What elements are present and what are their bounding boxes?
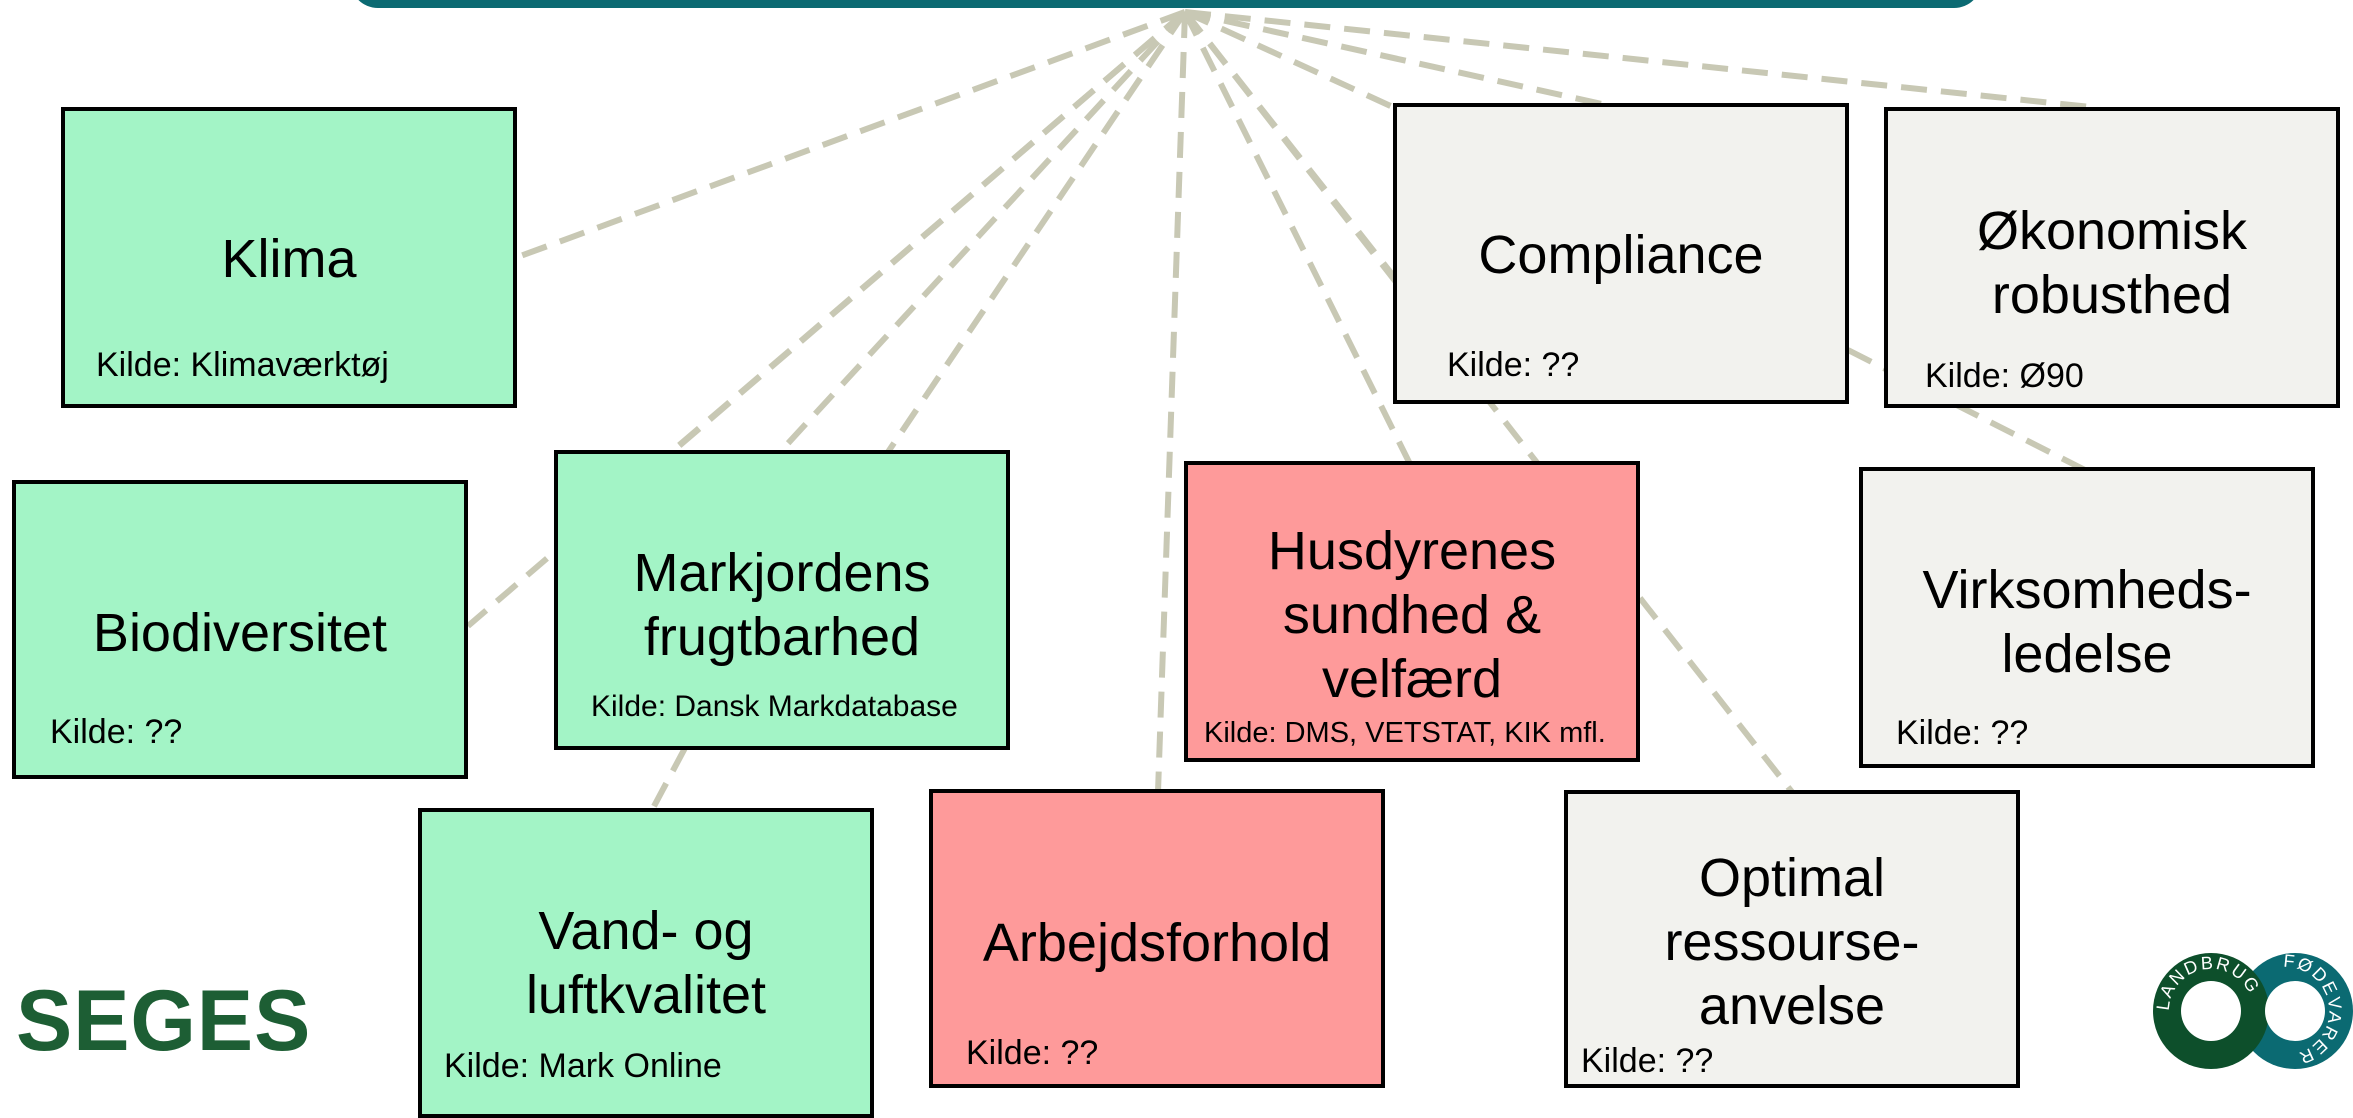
connector-compliance-a bbox=[1183, 9, 1397, 111]
box-compliance-source: Kilde: ?? bbox=[1447, 346, 1580, 384]
box-biodiversitet: Biodiversitet Kilde: ?? bbox=[12, 480, 468, 779]
box-optimal-source: Kilde: ?? bbox=[1581, 1042, 1714, 1080]
connector-optimal bbox=[1637, 596, 1795, 794]
box-vand-source: Kilde: Mark Online bbox=[444, 1047, 722, 1085]
box-virksomheds-title-line2: ledelse bbox=[2001, 624, 2173, 684]
box-husdyr: Husdyrenes sundhed & velfærd Kilde: DMS,… bbox=[1184, 461, 1640, 762]
box-virksomheds-source: Kilde: ?? bbox=[1896, 714, 2029, 752]
box-biodiversitet-title: Biodiversitet bbox=[92, 603, 388, 663]
connector-okonomisk bbox=[1184, 9, 2101, 111]
connector-husdyr-a bbox=[1182, 10, 1413, 466]
box-okonomisk-title-line2: robusthed bbox=[1991, 265, 2233, 325]
connector-arbejds bbox=[1155, 11, 1188, 793]
header-banner bbox=[350, 0, 1982, 8]
box-virksomheds-title-line1: Virksomheds- bbox=[1922, 560, 2252, 620]
connector-compliance-c bbox=[1184, 9, 1621, 111]
box-markjordens-source: Kilde: Dansk Markdatabase bbox=[591, 690, 958, 723]
box-vand-title-line2: luftkvalitet bbox=[525, 965, 767, 1025]
connector-vand bbox=[649, 746, 688, 812]
box-markjordens-title-line1: Markjordens bbox=[633, 543, 931, 603]
box-husdyr-title-line1: Husdyrenes bbox=[1267, 521, 1557, 581]
connector-compliance-b bbox=[1182, 10, 1398, 280]
connector-markjordens-a bbox=[670, 9, 1187, 455]
box-okonomisk-source: Kilde: Ø90 bbox=[1925, 357, 2084, 395]
seges-logo: SEGES bbox=[16, 973, 312, 1069]
box-optimal-title-line1: Optimal bbox=[1698, 848, 1886, 908]
box-okonomisk: Økonomisk robusthed Kilde: Ø90 bbox=[1884, 107, 2340, 408]
box-optimal: Optimal ressourse- anvelse Kilde: ?? bbox=[1564, 790, 2020, 1088]
box-compliance: Compliance Kilde: ?? bbox=[1393, 103, 1849, 404]
box-biodiversitet-source: Kilde: ?? bbox=[50, 713, 183, 751]
box-husdyr-title-line3: velfærd bbox=[1321, 649, 1503, 709]
box-klima-source: Kilde: Klimaværktøj bbox=[96, 346, 389, 384]
box-markjordens-title-line2: frugtbarhed bbox=[643, 607, 921, 667]
connector-klima bbox=[513, 9, 1187, 261]
box-klima: Klima Kilde: Klimaværktøj bbox=[61, 107, 517, 408]
connector-markjordens-b bbox=[777, 9, 1188, 455]
box-optimal-title-line3: anvelse bbox=[1698, 976, 1886, 1036]
box-arbejdsforhold-title: Arbejdsforhold bbox=[982, 913, 1332, 973]
box-okonomisk-title-line1: Økonomisk bbox=[1976, 201, 2248, 261]
landbrug-fodevarer-logo: LANDBRUG FØDEVARER bbox=[2153, 951, 2353, 1069]
box-arbejdsforhold: Arbejdsforhold Kilde: ?? bbox=[929, 789, 1385, 1088]
box-optimal-title-line2: ressourse- bbox=[1664, 912, 1920, 972]
box-arbejdsforhold-source: Kilde: ?? bbox=[966, 1034, 1099, 1072]
box-markjordens: Markjordens frugtbarhed Kilde: Dansk Mar… bbox=[554, 450, 1010, 750]
connector-markjordens-c bbox=[885, 10, 1188, 454]
box-klima-title: Klima bbox=[221, 229, 357, 289]
box-husdyr-source: Kilde: DMS, VETSTAT, KIK mfl. bbox=[1204, 717, 1606, 749]
box-compliance-title: Compliance bbox=[1478, 225, 1764, 285]
box-virksomheds: Virksomheds- ledelse Kilde: ?? bbox=[1859, 467, 2315, 768]
box-vand-title-line1: Vand- og bbox=[538, 901, 754, 961]
box-husdyr-title-line2: sundhed & bbox=[1282, 585, 1542, 645]
box-vand: Vand- og luftkvalitet Kilde: Mark Online bbox=[418, 808, 874, 1118]
